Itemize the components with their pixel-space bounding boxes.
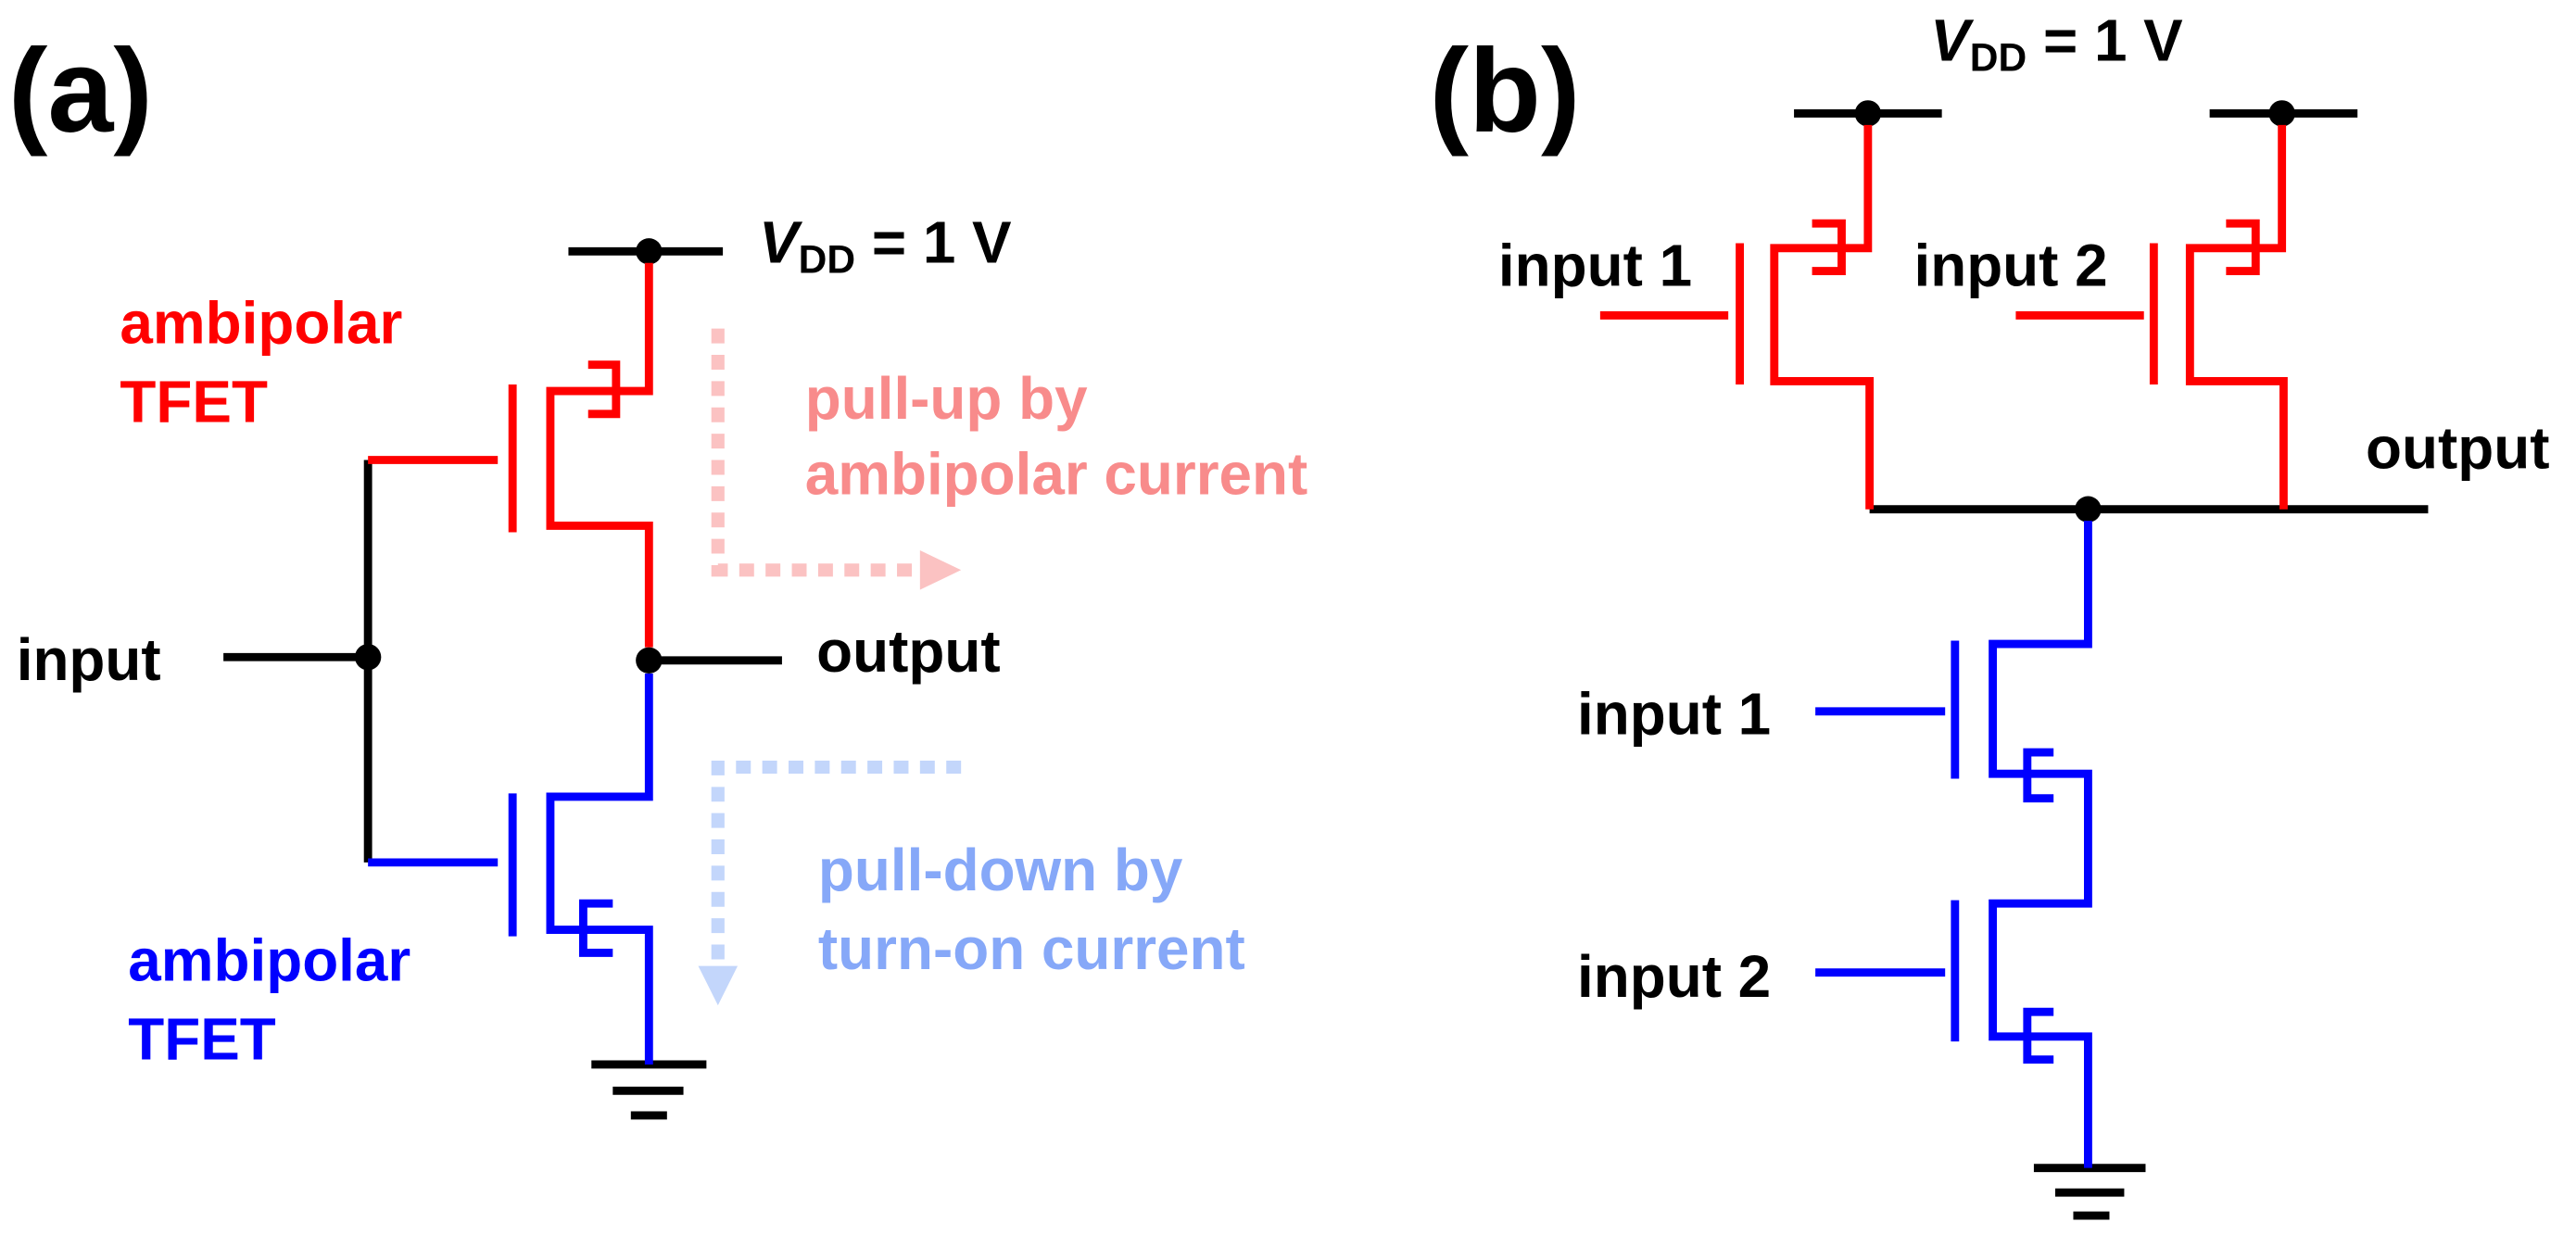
panel-a-pulldown-tfet — [368, 673, 653, 1065]
panel-b-black-wires — [1794, 108, 2429, 1220]
pullup-arrow — [711, 328, 962, 590]
pulldown-arrow — [698, 760, 962, 1006]
bottom-input1-label: input 1 — [1577, 681, 1771, 748]
panel-b: (b) VDD = 1 V — [1429, 7, 2549, 1220]
top-tfet-label-line2: TFET — [120, 369, 268, 435]
top-tfet-label-line1: ambipolar — [120, 290, 402, 357]
pullup-note-line1: pull-up by — [805, 365, 1088, 432]
panel-b-output-label: output — [2366, 414, 2549, 481]
pullup-note-line2: ambipolar current — [805, 441, 1308, 508]
panel-b-junctions — [1854, 100, 2295, 523]
panel-a: (a) — [8, 25, 1308, 1120]
panel-a-output-label: output — [816, 618, 1000, 685]
panel-b-tag: (b) — [1429, 25, 1580, 158]
bottom-tfet-label-line1: ambipolar — [128, 927, 410, 994]
bottom-input2-label: input 2 — [1577, 943, 1771, 1010]
panel-b-pulldown-tfets — [1815, 521, 2092, 1168]
pulldown-note-line1: pull-down by — [818, 837, 1183, 903]
pulldown-note-line2: turn-on current — [818, 915, 1245, 982]
panel-a-junctions — [354, 238, 663, 674]
panel-b-vdd-label: VDD = 1 V — [1930, 7, 2183, 81]
panel-a-tag: (a) — [8, 25, 153, 158]
bottom-tfet-label-line2: TFET — [128, 1006, 276, 1073]
panel-a-pullup-tfet — [368, 262, 653, 648]
panel-b-pullup-tfets — [1599, 124, 2288, 510]
panel-a-vdd-label: VDD = 1 V — [759, 209, 1012, 283]
top-input1-label: input 1 — [1498, 233, 1692, 299]
panel-a-input-label: input — [17, 626, 161, 693]
top-input2-label: input 2 — [1913, 233, 2107, 299]
